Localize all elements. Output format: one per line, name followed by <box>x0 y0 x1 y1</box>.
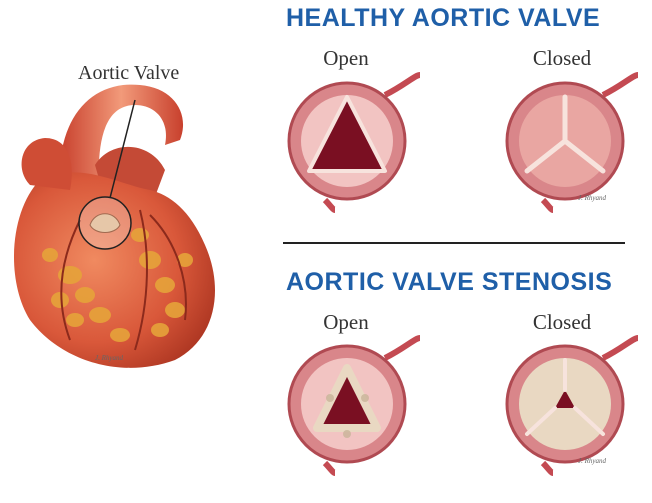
healthy-closed-valve: J. Rhyand <box>505 72 639 213</box>
heart-signature: J. Rhyand <box>95 354 123 362</box>
closed-signature: J. Rhyand <box>578 194 606 202</box>
stenosis-open-valve <box>287 335 421 476</box>
healthy-open-valve <box>287 72 421 213</box>
heart-illustration: J. Rhyand <box>13 84 216 368</box>
stenosis-closed-label: Closed <box>532 310 592 334</box>
stenosis-closed-valve: J. Rhyand <box>505 335 639 476</box>
section-divider <box>283 242 625 244</box>
stenosis-open-label: Open <box>323 310 369 334</box>
stenosis-title: AORTIC VALVE STENOSIS <box>286 268 613 296</box>
aortic-valve-callout-label: Aortic Valve <box>78 62 180 84</box>
healthy-closed-label: Closed <box>532 46 592 70</box>
healthy-open-label: Open <box>323 46 369 70</box>
stenosis-signature: J. Rhyand <box>578 457 606 465</box>
healthy-title: HEALTHY AORTIC VALVE <box>286 4 601 32</box>
